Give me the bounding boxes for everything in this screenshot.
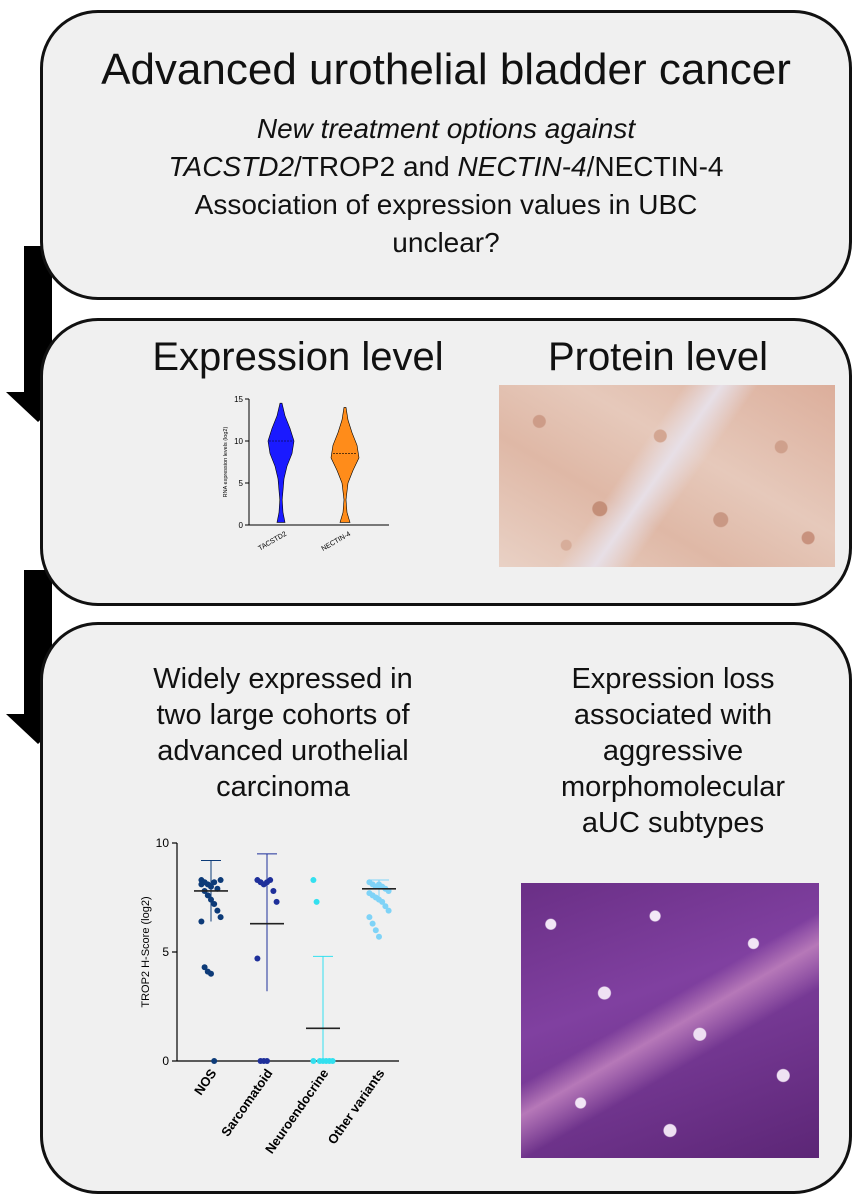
panel-title: Advanced urothelial bladder cancer <box>101 45 791 94</box>
data-point <box>310 877 317 884</box>
data-point <box>198 881 205 888</box>
data-point <box>208 883 214 890</box>
data-point <box>270 887 277 894</box>
data-point <box>208 896 214 903</box>
x-tick-label: Sarcomatoid <box>218 1066 275 1139</box>
ihc-protein-image <box>499 385 835 567</box>
x-tick-label: NECTIN-4 <box>321 531 353 553</box>
data-point <box>217 914 224 921</box>
data-point <box>310 1058 317 1064</box>
y-axis-label: TROP2 H-Score (log2) <box>140 896 152 1007</box>
he-histology-image <box>521 883 819 1158</box>
data-point <box>385 907 392 914</box>
data-point <box>204 892 211 899</box>
data-point <box>214 907 221 914</box>
data-point <box>201 964 208 971</box>
y-tick-label: 15 <box>234 395 243 404</box>
violin-nectin4 <box>330 407 360 523</box>
data-point <box>273 898 280 905</box>
violin-tacstd2 <box>267 402 295 523</box>
data-point <box>379 898 386 905</box>
y-tick-label: 10 <box>234 437 243 446</box>
left-heading: Widely expressed in two large cohorts of… <box>153 663 413 803</box>
subtitle-line-1: New treatment options against <box>256 113 636 144</box>
panel-expression-protein: Expression level Protein level 15 10 5 0 RNA… <box>40 318 852 606</box>
protein-nectin4: /NECTIN-4 <box>586 151 724 182</box>
data-point <box>369 920 376 927</box>
protein-trop2: /TROP2 and <box>294 151 458 182</box>
data-point <box>382 903 389 910</box>
gene-tacstd2: TACSTD2 <box>168 151 295 182</box>
y-tick-label: 0 <box>162 1054 169 1068</box>
right-heading: Expression loss associated with aggressi… <box>560 663 786 839</box>
data-point <box>208 970 214 977</box>
subtitle-line-3: Association of expression values in UBC <box>194 189 698 220</box>
data-point <box>372 927 379 934</box>
gene-nectin4: NECTIN-4 <box>457 151 587 182</box>
panel-findings: Widely expressed in two large cohorts of… <box>40 622 852 1194</box>
subtitle-line-2: TACSTD2/TROP2 and NECTIN-4/NECTIN-4 <box>43 149 849 185</box>
x-tick-label: TACSTD2 <box>257 531 288 553</box>
x-tick-label: Neuroendocrine <box>262 1066 331 1156</box>
data-point <box>313 898 320 905</box>
data-point <box>211 901 218 908</box>
data-point <box>267 877 274 884</box>
subtitle-line-4: unclear? <box>392 227 500 258</box>
x-tick-label: NOS <box>191 1066 220 1098</box>
data-point <box>217 877 224 884</box>
data-point <box>198 918 205 925</box>
data-point <box>366 914 373 921</box>
data-point <box>211 879 218 886</box>
y-tick-label: 10 <box>156 836 170 850</box>
violin-chart: 15 10 5 0 RNA expression levels (log2) TACSTD… <box>223 395 389 553</box>
data-point <box>254 955 261 962</box>
y-tick-label: 5 <box>239 479 244 488</box>
expression-level-heading: Expression level <box>152 335 444 379</box>
data-point <box>211 1058 218 1064</box>
data-point <box>329 1058 336 1064</box>
y-tick-label: 5 <box>162 945 169 959</box>
protein-level-heading: Protein level <box>547 335 769 379</box>
x-tick-label: Other variants <box>325 1066 388 1147</box>
data-point <box>264 1058 270 1064</box>
y-axis-label: RNA expression levels (log2) <box>223 427 229 498</box>
y-tick-label: 0 <box>239 521 244 530</box>
data-point <box>376 933 382 940</box>
panel-context: Advanced urothelial bladder cancer New t… <box>40 10 852 300</box>
